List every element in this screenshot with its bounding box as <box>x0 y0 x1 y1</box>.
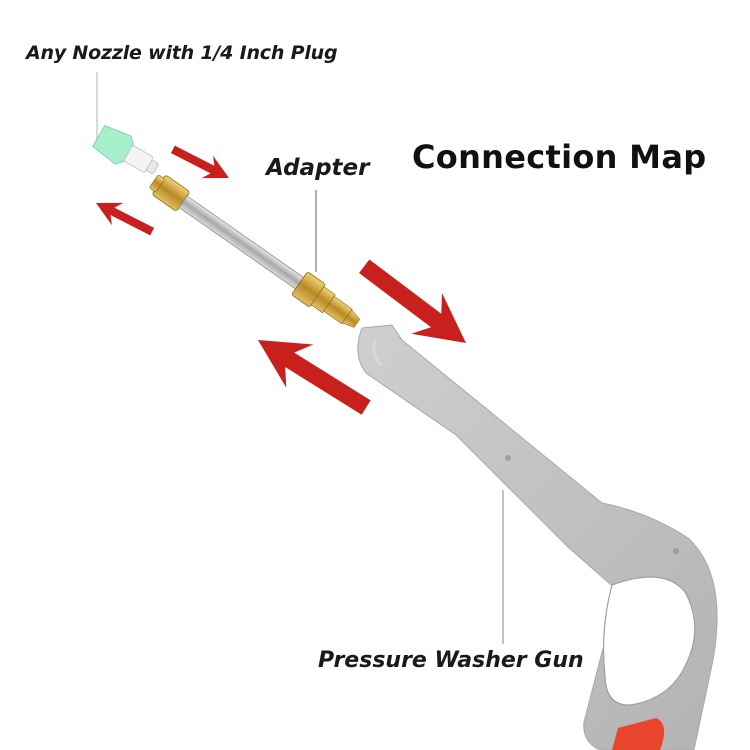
arrow-icon <box>258 340 371 415</box>
arrow-icon <box>170 145 229 179</box>
adapter-icon <box>149 175 361 328</box>
adapter-label: Adapter <box>266 155 370 181</box>
nozzle-icon <box>92 124 159 174</box>
pressure-washer-gun-icon <box>357 324 718 750</box>
arrow-icon <box>96 202 155 236</box>
diagram-title: Connection Map <box>412 138 707 176</box>
gun-label: Pressure Washer Gun <box>318 648 584 673</box>
nozzle-label: Any Nozzle with 1/4 Inch Plug <box>26 42 338 64</box>
arrow-icon <box>359 259 466 343</box>
